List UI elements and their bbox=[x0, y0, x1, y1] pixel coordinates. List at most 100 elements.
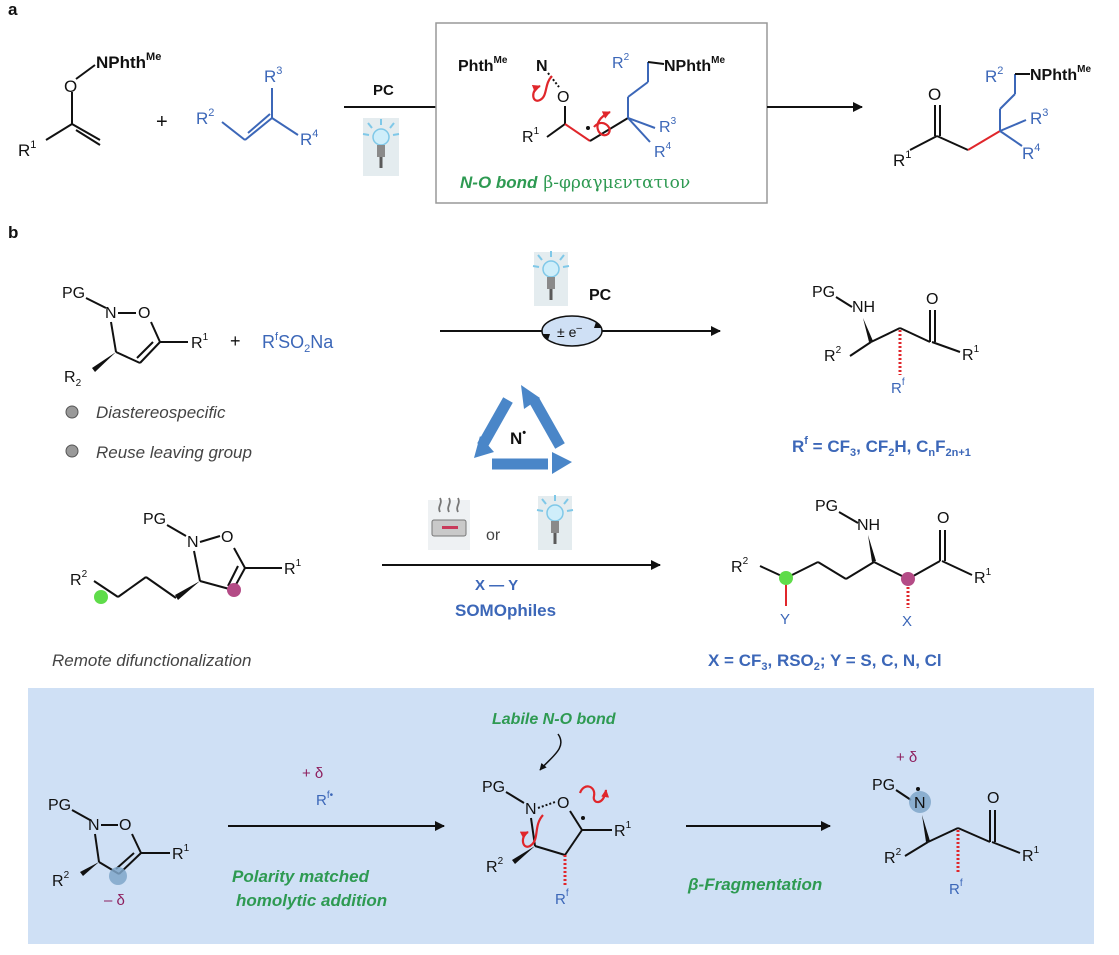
svg-text:R1: R1 bbox=[614, 820, 632, 840]
mechanism-box bbox=[28, 688, 1094, 944]
row2-r2-sup: 2 bbox=[82, 569, 88, 580]
heating-plate-icon bbox=[428, 497, 470, 550]
svg-text:R3: R3 bbox=[659, 116, 677, 136]
mech-left-oxygen: O bbox=[119, 817, 131, 834]
mech-mid-r1-sup: 1 bbox=[626, 820, 632, 831]
row2-pg: PG bbox=[143, 511, 166, 528]
svg-text:Rf: Rf bbox=[949, 878, 963, 898]
mech-curly-arrow-1 bbox=[519, 814, 544, 848]
row2-r1: R bbox=[284, 561, 296, 578]
mech-left-nitrogen: N bbox=[88, 817, 100, 834]
row2-product-r2: R bbox=[731, 559, 743, 576]
mech-mid-pg: PG bbox=[482, 779, 505, 796]
mech-mid-r2-sup: 2 bbox=[498, 856, 504, 867]
reagent-r-sup: f bbox=[275, 331, 279, 343]
electron-transfer-sup: – bbox=[576, 323, 582, 334]
reagent-so-sub: 2 bbox=[304, 343, 310, 355]
feature-list: Diastereospecific Reuse leaving group bbox=[65, 403, 252, 462]
box-r3: R bbox=[659, 119, 671, 136]
isoxazoline-row2: PG N O R1 R2 bbox=[70, 511, 302, 604]
feature-reuse-leaving-group: Reuse leaving group bbox=[96, 443, 252, 462]
row2-scope-s2: 2 bbox=[814, 661, 820, 673]
row2-xy: X — Y bbox=[475, 577, 518, 594]
plus-sign-b: + bbox=[230, 331, 241, 351]
mechanism-middle: Labile N-O bond PG N O R1 R2 Rf bbox=[482, 711, 632, 908]
alkene-r3-sup: 3 bbox=[276, 65, 282, 77]
box-nphth: NPhth bbox=[664, 58, 711, 75]
product-a-r4-sup: 4 bbox=[1034, 142, 1040, 154]
row1-product-r1-sup: 1 bbox=[974, 344, 980, 355]
row1-scope-s3: n bbox=[928, 447, 935, 459]
box-r2: R bbox=[612, 55, 624, 72]
svg-text:R1: R1 bbox=[18, 139, 36, 160]
row2-scope-s1: 3 bbox=[761, 661, 767, 673]
arrow-row1-label: PC bbox=[589, 287, 612, 304]
recycle-icon: N• bbox=[468, 384, 574, 476]
svg-text:R1: R1 bbox=[522, 126, 540, 146]
reactant-alkene: R2 R3 R4 bbox=[196, 65, 318, 149]
row1-product-r1: R bbox=[962, 347, 974, 364]
box-caption-rest: β-φραγμεντατιον bbox=[543, 173, 690, 193]
svg-text:R2: R2 bbox=[612, 52, 630, 72]
row2-scope-t2: , RSO bbox=[768, 651, 814, 670]
product-row1: PG NH O R2 R1 Rf bbox=[812, 284, 980, 397]
svg-text:Rf: Rf bbox=[555, 888, 569, 908]
svg-text:± e–: ± e– bbox=[557, 323, 582, 340]
mech-labile-label: Labile N-O bond bbox=[492, 711, 617, 728]
box-r3-sup: 3 bbox=[671, 116, 677, 127]
arrow-a-label: PC bbox=[373, 82, 394, 99]
box-phth-sup: Me bbox=[494, 55, 508, 66]
mech-radical-sup: f• bbox=[327, 790, 334, 801]
row1-nitrogen: N bbox=[105, 305, 117, 322]
mech-left-r1: R bbox=[172, 846, 184, 863]
row2-caption: Remote difunctionalization bbox=[52, 651, 251, 670]
mech-right-rf-sup: f bbox=[960, 878, 963, 889]
mech-right-r1: R bbox=[1022, 848, 1034, 865]
mech-radical: R bbox=[316, 792, 327, 809]
row2-product-r1-sup: 1 bbox=[986, 567, 992, 578]
product-a-nphth: NPhth bbox=[1030, 67, 1077, 84]
svg-text:R2: R2 bbox=[824, 345, 842, 365]
row1-scope-prefix: R bbox=[792, 437, 804, 456]
svg-text:R3: R3 bbox=[264, 65, 282, 86]
product-a-nphth-sup: Me bbox=[1077, 64, 1091, 75]
svg-text:N•: N• bbox=[510, 427, 526, 448]
row1-scope-t1: = CF bbox=[808, 437, 850, 456]
mech-right-r2: R bbox=[884, 850, 896, 867]
box-nitrogen: N bbox=[536, 58, 548, 75]
row2-r1-sup: 1 bbox=[296, 558, 302, 569]
mech-right-pg: PG bbox=[872, 777, 895, 794]
box-caption-bold: N-O bond bbox=[460, 173, 538, 192]
product-a-r3-sup: 3 bbox=[1042, 107, 1048, 119]
row1-pg: PG bbox=[62, 285, 85, 302]
reactant-oxygen: O bbox=[64, 77, 77, 96]
row2-product-x: X bbox=[902, 613, 912, 630]
row1-scope-prefix-sup: f bbox=[804, 435, 808, 447]
reactant-r1: R bbox=[18, 141, 30, 160]
mech-mid-r1: R bbox=[614, 823, 626, 840]
row1-scope-t2: , CF bbox=[856, 437, 888, 456]
mechanism-right: + δ PG N O R2 R1 Rf bbox=[872, 749, 1040, 898]
svg-text:R2: R2 bbox=[486, 856, 504, 876]
product-a-r3: R bbox=[1030, 109, 1042, 128]
svg-text:R1: R1 bbox=[1022, 845, 1040, 865]
svg-text:Rf•: Rf• bbox=[316, 790, 334, 809]
svg-text:X = CF3, RSO2; Y = S, C, N, Cl: X = CF3, RSO2; Y = S, C, N, Cl bbox=[708, 651, 942, 673]
svg-text:R1: R1 bbox=[191, 332, 209, 352]
mech-caption1: Polarity matched bbox=[232, 867, 370, 886]
row1-scope-s1: 3 bbox=[850, 447, 856, 459]
row2-product-pg: PG bbox=[815, 498, 838, 515]
mech-right-nitrogen: N bbox=[914, 795, 926, 812]
product-a-r1-sup: 1 bbox=[905, 149, 911, 161]
row1-scope-t4: F bbox=[935, 437, 945, 456]
svg-text:R1: R1 bbox=[974, 567, 992, 587]
row1-r1-sup: 1 bbox=[203, 332, 209, 343]
row2-product-r1: R bbox=[974, 570, 986, 587]
product-a-r2-sup: 2 bbox=[997, 65, 1003, 77]
reactant-enol-ether: O NPhthMe R1 bbox=[18, 51, 161, 160]
mech-left-r2: R bbox=[52, 873, 64, 890]
row1-scope-t3: H, C bbox=[894, 437, 928, 456]
alkene-r2: R bbox=[196, 109, 208, 128]
product-a-r4: R bbox=[1022, 144, 1034, 163]
